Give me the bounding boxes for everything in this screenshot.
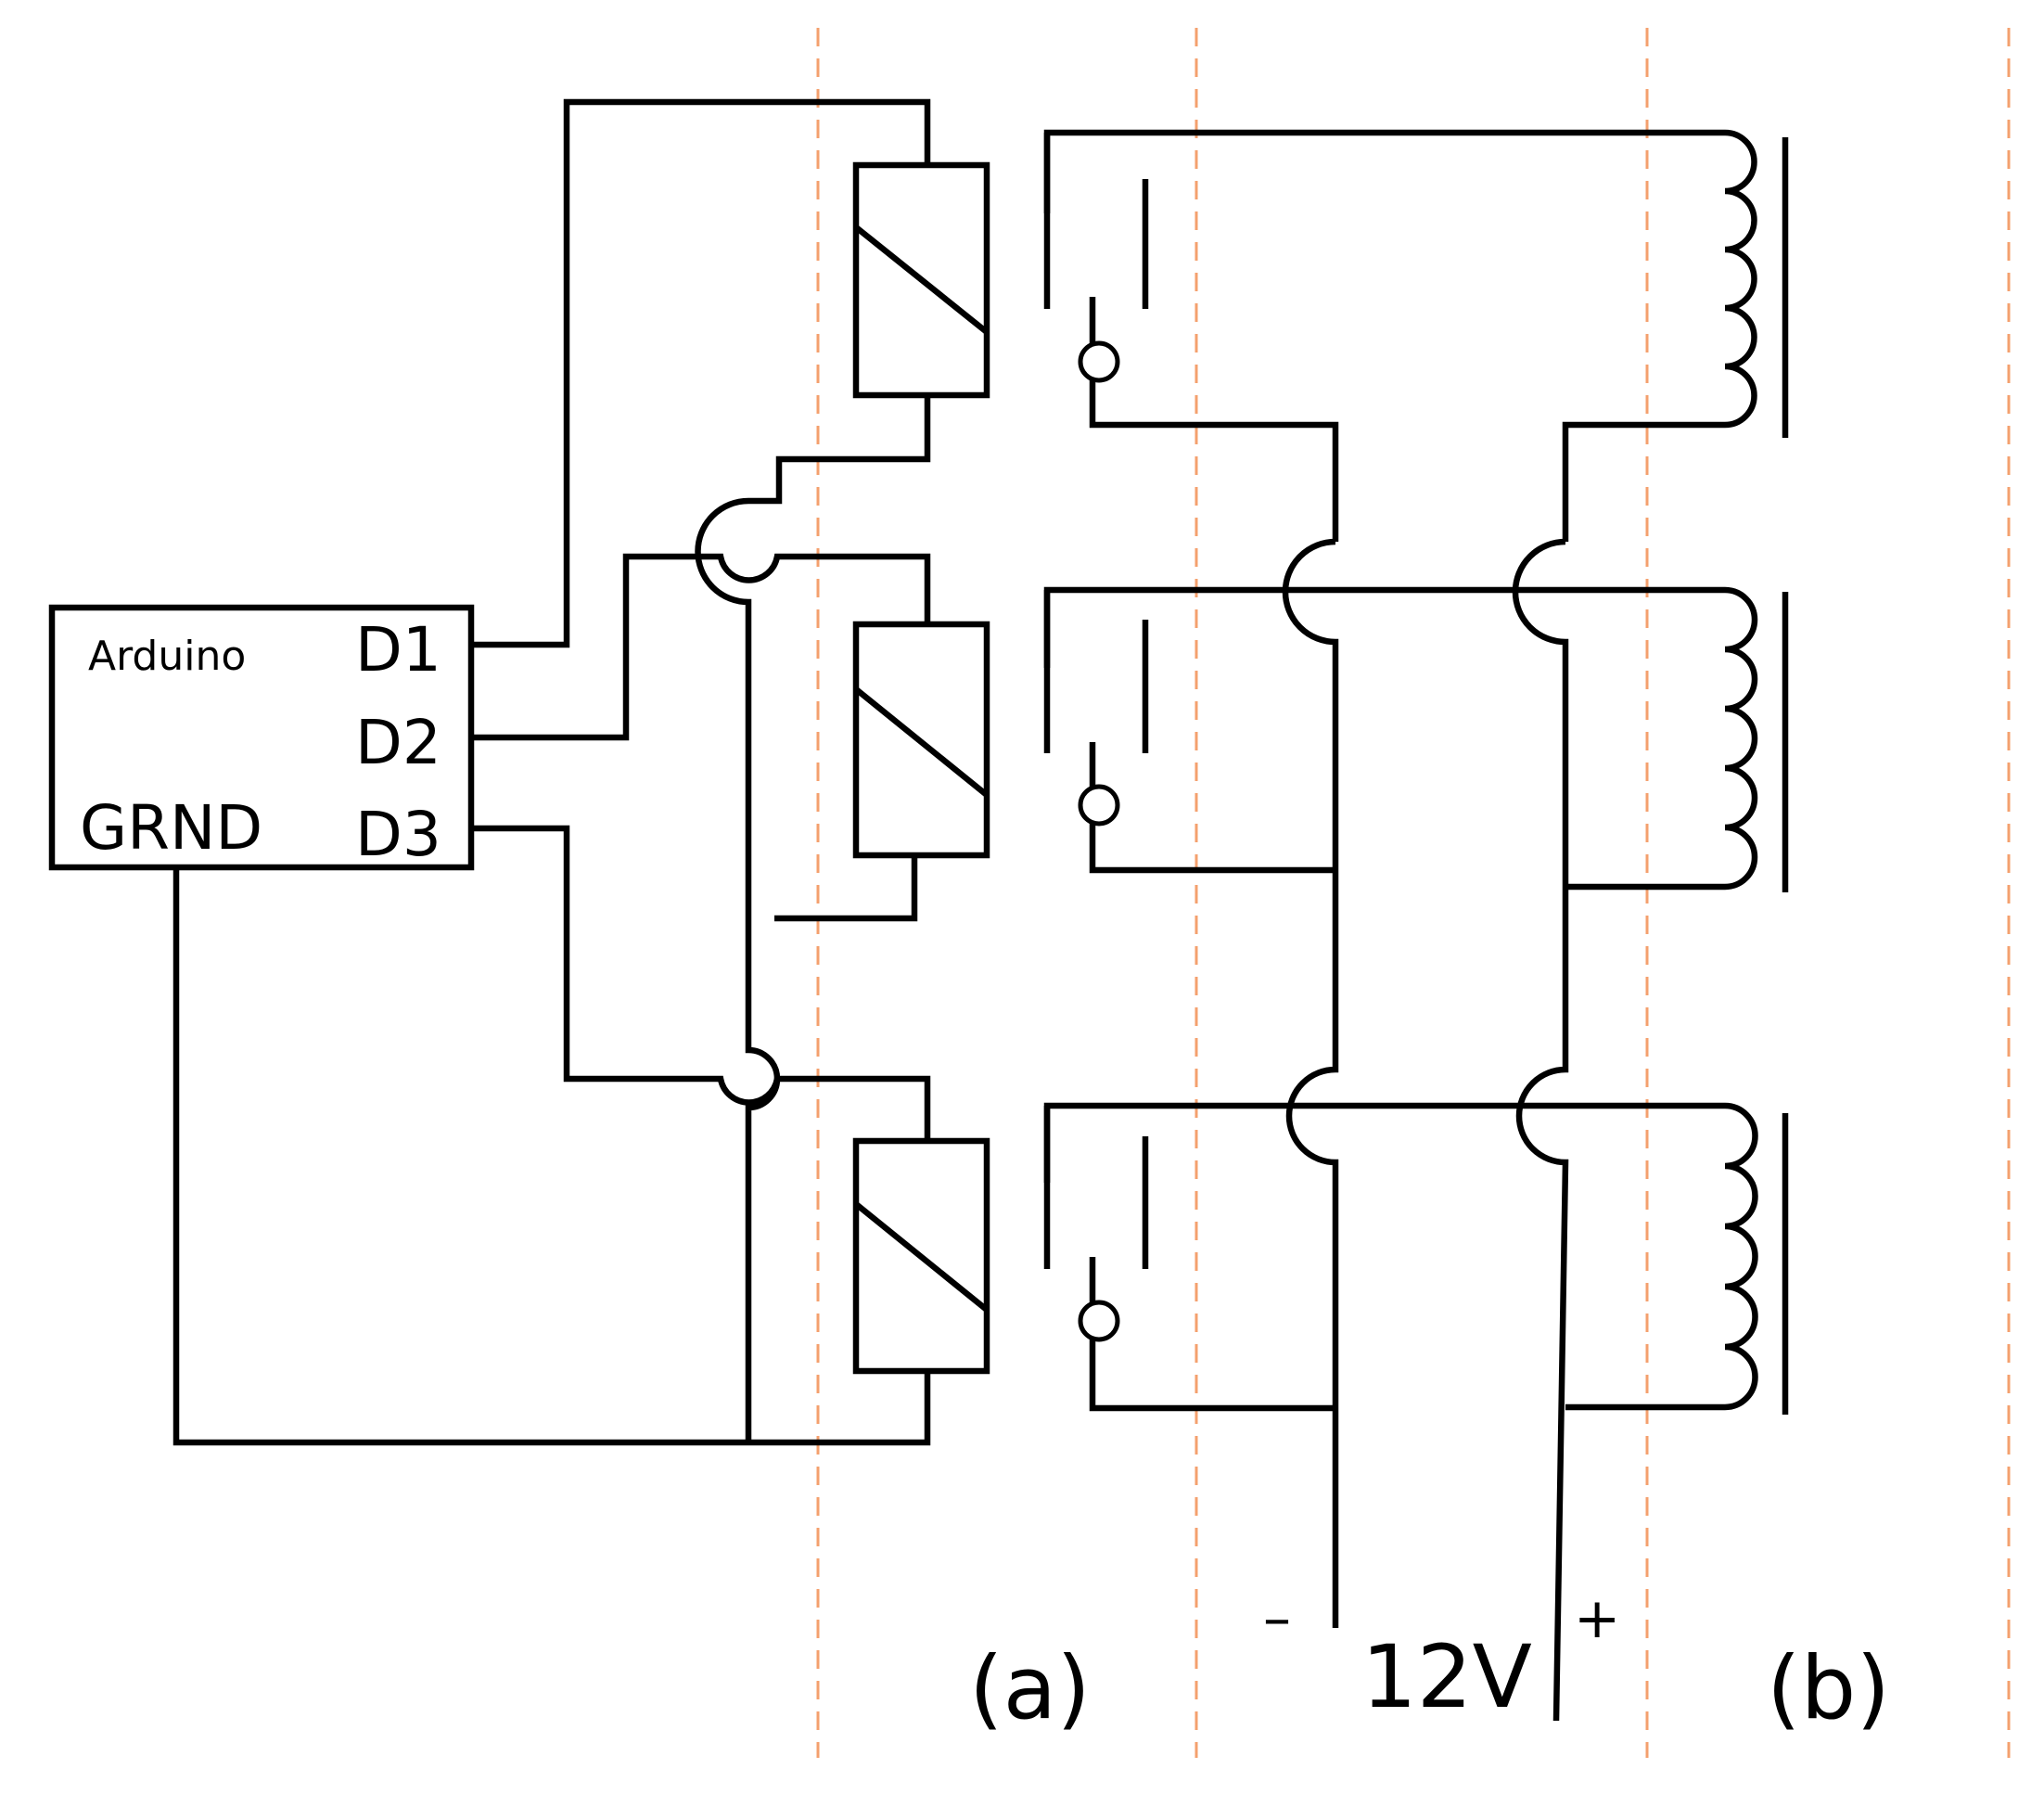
- voltage-label: 12V: [1361, 1627, 1532, 1728]
- wire-d3: [471, 825, 931, 1141]
- wire-relay2-return: [774, 855, 918, 922]
- solenoid-1: [1043, 129, 1789, 542]
- solenoid-3: [1043, 1102, 1789, 1415]
- solenoids: [1043, 129, 1789, 1415]
- solenoid-3-winding: [1043, 1102, 1758, 1411]
- pin-d1-label: D1: [355, 614, 441, 686]
- pin-d3-label: D3: [355, 799, 441, 870]
- negative-rail: [1282, 538, 1339, 1628]
- relay-coil-2-slash: [853, 686, 990, 798]
- relay-coil-1: [852, 161, 990, 399]
- section-dividers: [816, 28, 2011, 1758]
- ground-label: GRND: [80, 792, 262, 864]
- switch-3-pivot: [1078, 1300, 1120, 1342]
- switch-2-wire: [1089, 824, 1335, 874]
- solenoid-2: [1043, 586, 1789, 892]
- solenoid-1-winding: [1043, 129, 1757, 542]
- relay-switch-3: [1043, 1106, 1335, 1412]
- wire-d1: [471, 98, 931, 648]
- relay-coil-1-box: [852, 161, 990, 399]
- relay-switches: [1043, 133, 1339, 1412]
- relay-coils: [852, 161, 990, 1375]
- panel-b-label: (b): [1767, 1638, 1890, 1739]
- relay-switch-2: [1043, 590, 1335, 874]
- relay-coil-2-box: [852, 621, 990, 859]
- wire-d2: [471, 553, 931, 741]
- relay-coil-3-slash: [853, 1201, 990, 1313]
- control-wiring: [172, 98, 931, 1446]
- arduino-block: Arduino D1 D2 D3 GRND: [48, 604, 475, 871]
- negative-terminal-label: –: [1263, 1586, 1291, 1651]
- switch-2-pivot: [1078, 784, 1120, 827]
- switch-1-pivot: [1078, 340, 1120, 383]
- relay-coil-2: [852, 621, 990, 859]
- relay-switch-1: [1043, 133, 1339, 542]
- positive-terminal-label: +: [1574, 1586, 1620, 1651]
- relay-coil-3: [852, 1137, 990, 1375]
- positive-rail: [1512, 538, 1569, 1722]
- switch-3-wire: [1089, 1339, 1335, 1412]
- arduino-title: Arduino: [88, 633, 246, 680]
- wire-relay-return: [695, 395, 931, 1442]
- panel-a-label: (a): [969, 1638, 1091, 1739]
- switch-1-wire: [1089, 380, 1339, 542]
- solenoid-2-winding: [1043, 586, 1758, 891]
- pin-d2-label: D2: [355, 707, 441, 778]
- supply-rails: [1282, 538, 1569, 1722]
- wire-ground: [172, 867, 931, 1446]
- diagram-labels: – + 12V (a) (b): [969, 1586, 1890, 1739]
- relay-coil-3-box: [852, 1137, 990, 1375]
- relay-coil-1-slash: [853, 224, 990, 335]
